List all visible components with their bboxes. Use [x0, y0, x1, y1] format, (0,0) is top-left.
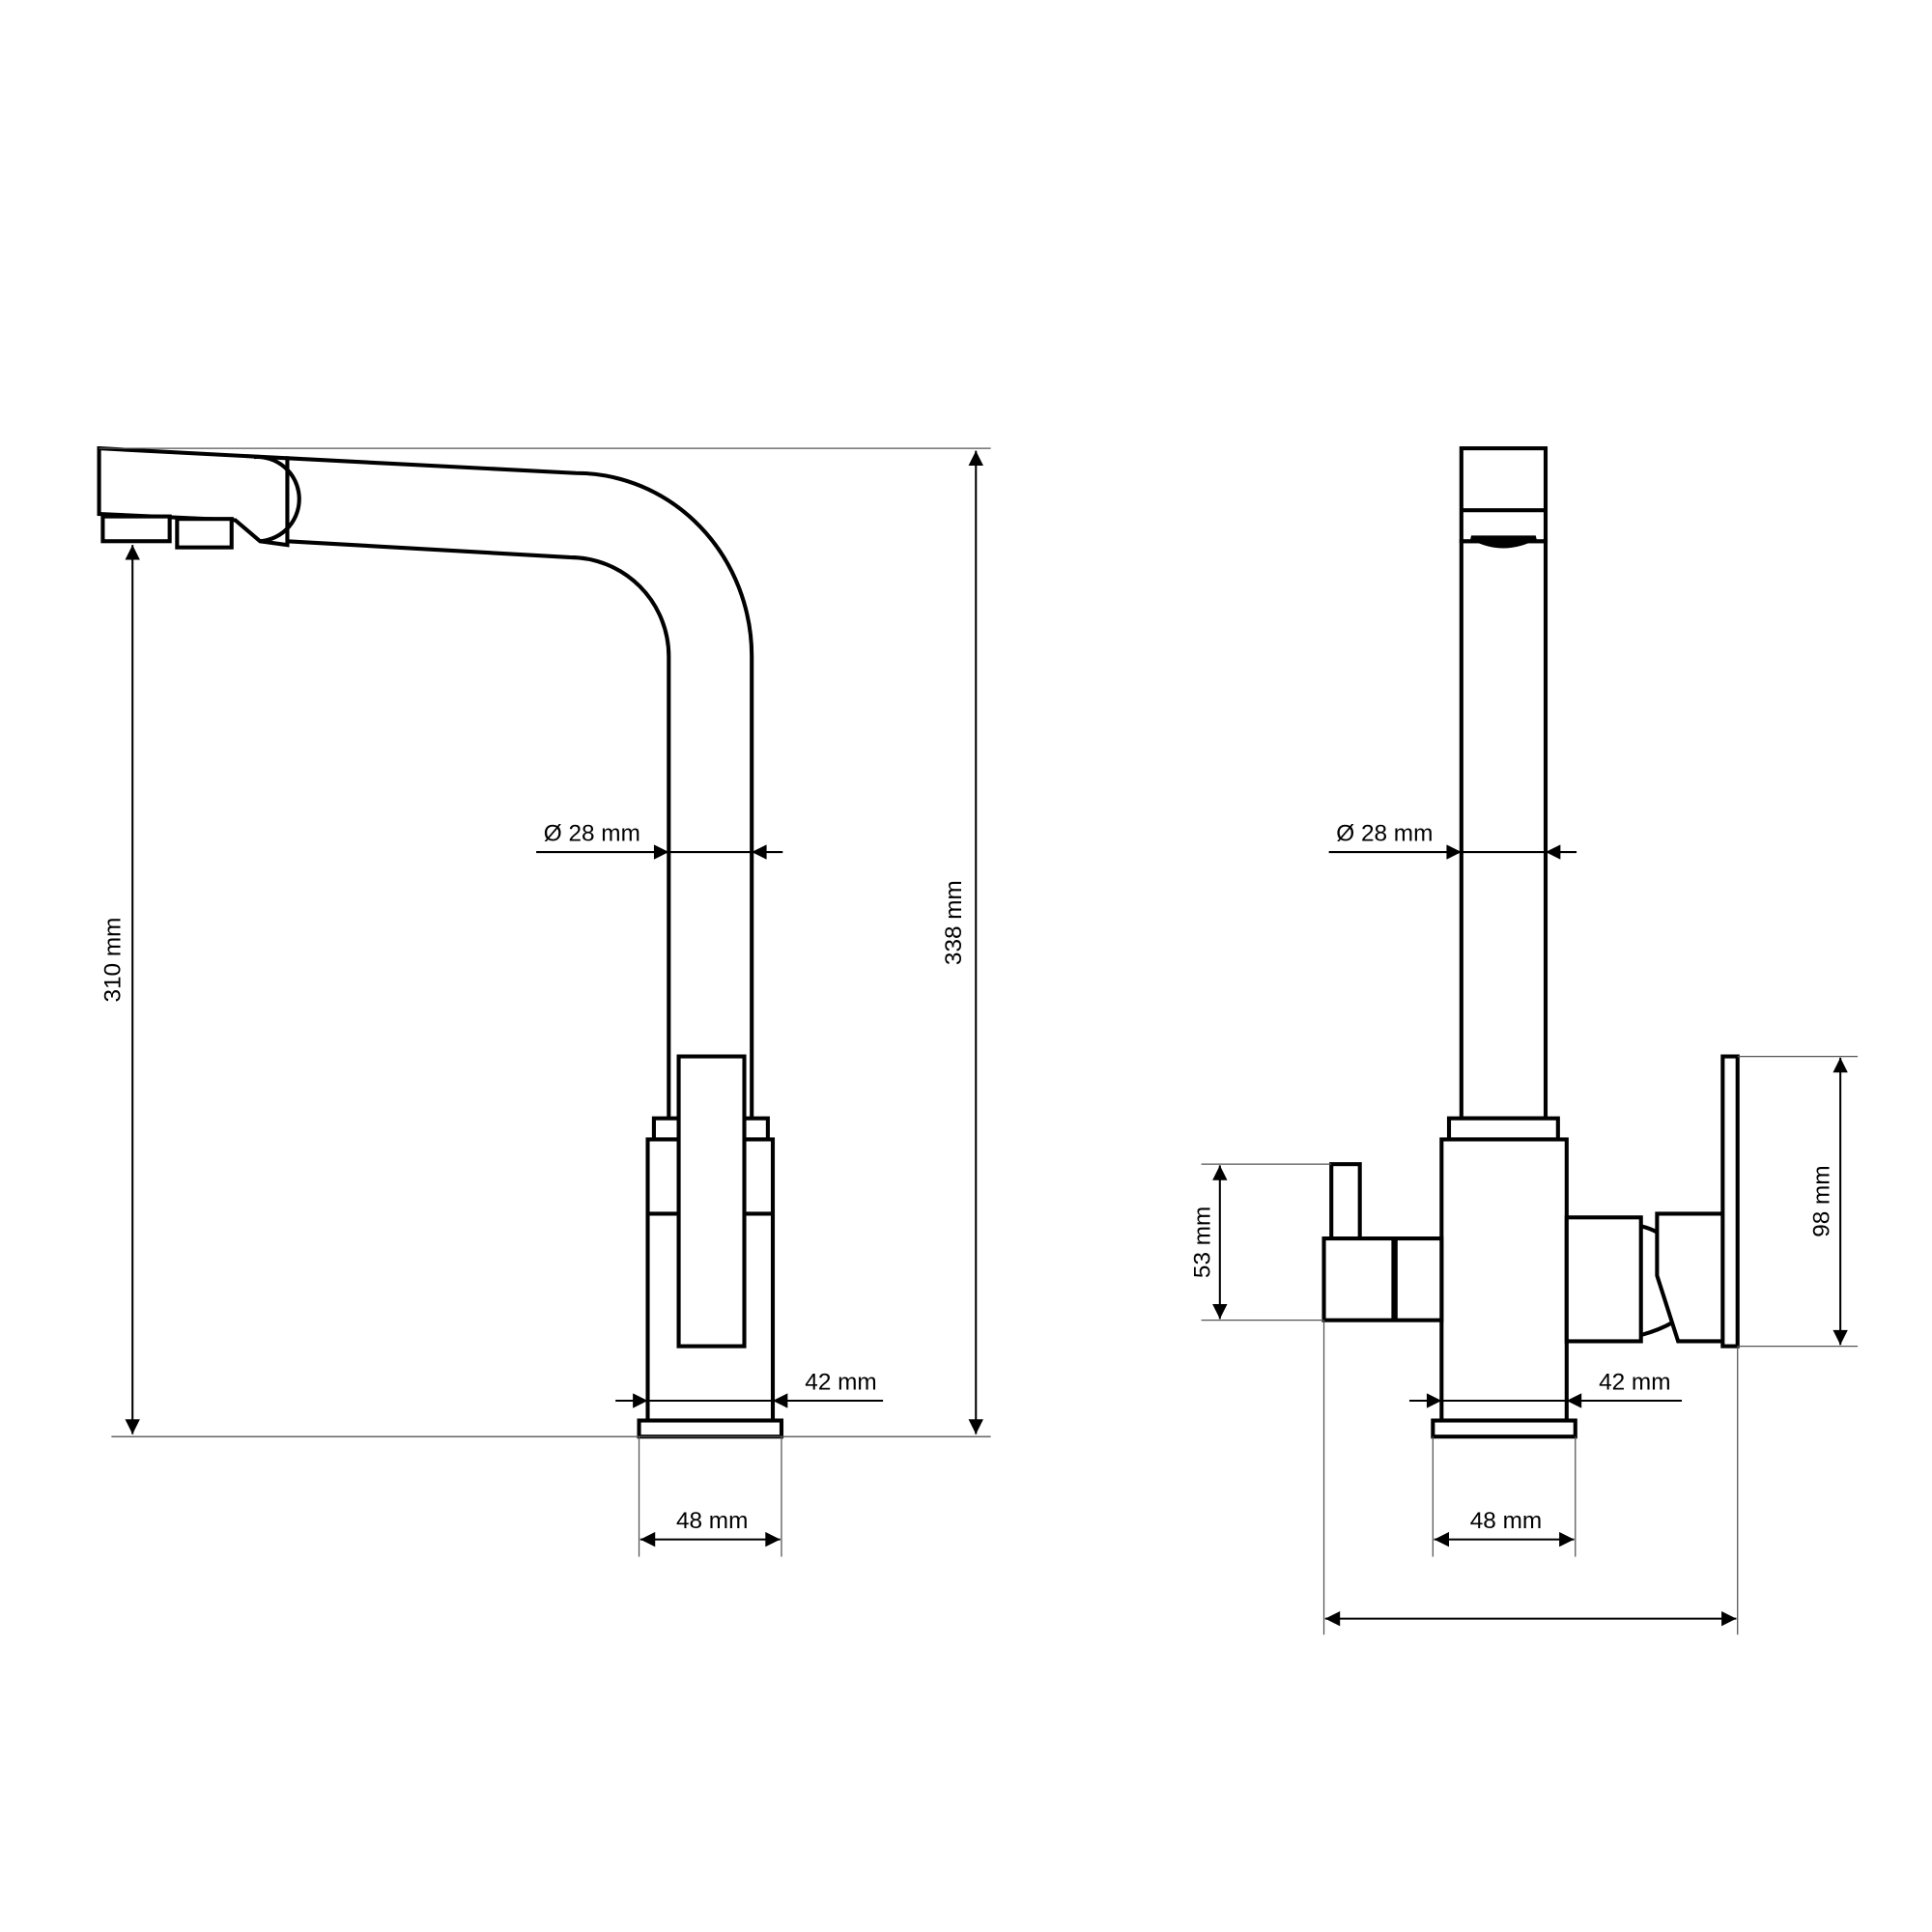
aerator: [1470, 535, 1537, 549]
side-connector: [1564, 1215, 1643, 1344]
front-view: Ø 28 mm 42 mm 48 mm 53 mm 98 mm: [1190, 446, 1859, 1635]
side-view: 338 mm 310 mm Ø 28 mm 42 mm 48 mm: [97, 445, 991, 1557]
body: [1439, 1137, 1569, 1423]
base-width-label: 48 mm: [676, 1508, 748, 1534]
left-valve-height-label: 53 mm: [1190, 1207, 1216, 1278]
tube-diameter-label: Ø 28 mm: [1336, 821, 1433, 847]
handle-plate: [1720, 1054, 1740, 1349]
filter-valve: [1321, 1236, 1444, 1322]
tube-diameter-label: Ø 28 mm: [544, 821, 640, 847]
spout-height-label: 310 mm: [99, 918, 126, 1003]
collar: [1446, 1116, 1560, 1142]
spout-head: [1459, 446, 1548, 544]
base-plate: [1431, 1418, 1577, 1439]
nozzle: [175, 517, 234, 550]
base-width-label: 48 mm: [1470, 1508, 1542, 1534]
filter-lever: [1329, 1162, 1362, 1241]
plate-height-label: 98 mm: [1809, 1165, 1835, 1236]
handle: [676, 1054, 747, 1349]
spout-tube: [1459, 539, 1548, 1121]
nozzle: [100, 514, 172, 544]
base-plate: [637, 1418, 784, 1439]
body-width-label: 42 mm: [1599, 1369, 1670, 1395]
spout: [97, 445, 754, 1123]
side-handle: [1655, 1211, 1733, 1344]
total-height-label: 338 mm: [941, 880, 967, 965]
body-width-label: 42 mm: [805, 1369, 876, 1395]
